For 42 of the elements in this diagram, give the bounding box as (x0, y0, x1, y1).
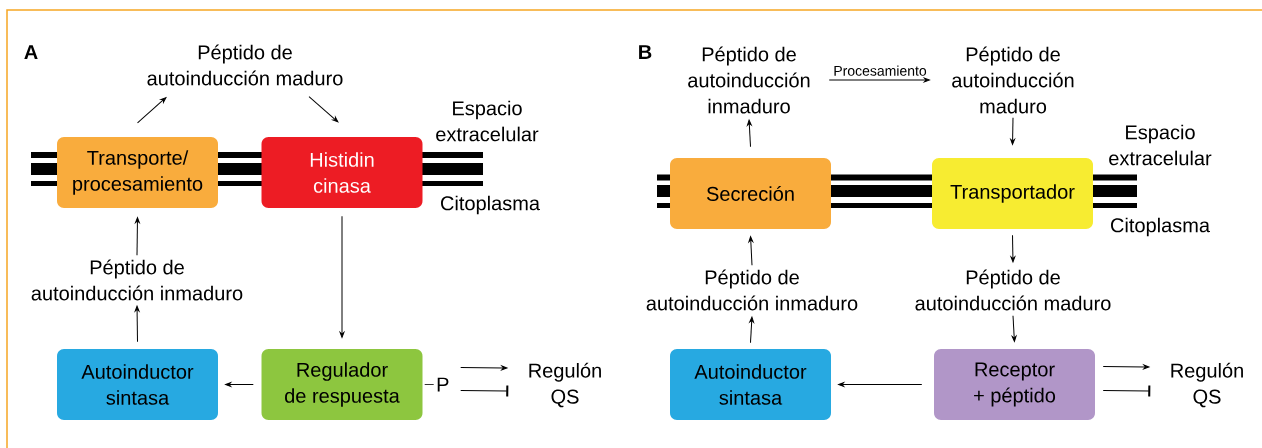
arrow (308, 96, 339, 123)
phosphate-label: P (424, 377, 449, 392)
arrow (1011, 315, 1017, 342)
panel-letter: B (639, 45, 652, 59)
arrow (225, 382, 254, 387)
molecule-label: Péptido de autoinducción maduro (952, 46, 1074, 114)
edge-label: Procesamiento (832, 64, 928, 77)
arrow (134, 305, 140, 343)
arrow (135, 217, 140, 256)
process-box: Histidin cinasa (261, 137, 423, 208)
arrow (748, 236, 754, 266)
arrow (1102, 364, 1150, 370)
molecule-label: Péptido de autoinducción maduro (915, 269, 1111, 311)
arrow (460, 365, 508, 371)
molecule-label: Péptido de autoinducción inmaduro (688, 46, 810, 114)
arrow (339, 215, 345, 338)
arrow (746, 119, 752, 148)
molecule-label: Péptido de autoinducción inmaduro (646, 269, 858, 311)
arrow (828, 77, 930, 83)
arrow (838, 382, 923, 387)
process-box: Autoinductor sintasa (57, 349, 218, 420)
panel-letter: A (24, 45, 38, 59)
process-box: Regulador de respuesta (261, 349, 423, 420)
region-label: Citoplasma (441, 195, 540, 215)
arrow (1102, 385, 1151, 397)
region-label: Citoplasma (1111, 217, 1210, 237)
process-box: Transporte/ procesamiento (57, 137, 218, 208)
region-label: Espacio extracelular (436, 100, 539, 142)
arrow (749, 316, 755, 344)
arrow (1010, 234, 1016, 263)
process-box: Secreción (670, 158, 831, 229)
molecule-label: Regulón QS (1171, 362, 1243, 408)
arrow (1010, 117, 1015, 145)
process-box: Transportador (932, 158, 1093, 229)
process-box: Autoinductor sintasa (670, 349, 831, 420)
molecule-label: Péptido de autoinducción maduro (147, 44, 343, 86)
region-label: Espacio extracelular (1109, 124, 1212, 166)
process-box: Receptor + péptido (934, 349, 1095, 420)
arrow (460, 385, 509, 397)
molecule-label: Péptido de autoinducción inmaduro (31, 259, 243, 301)
molecule-label: Regulón QS (529, 362, 601, 408)
arrow (137, 97, 167, 124)
